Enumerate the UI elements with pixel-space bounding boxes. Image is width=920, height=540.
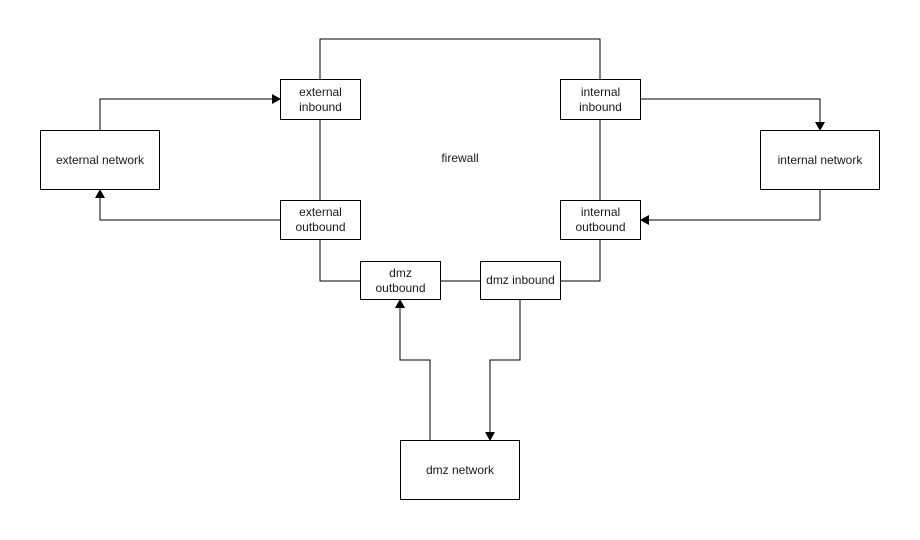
arrowhead-left [640, 215, 649, 225]
edge-line [319, 38, 601, 79]
node-label: external inbound [299, 84, 342, 114]
edge-line [641, 98, 821, 128]
edge-internal-inbound-to-internal-network [641, 98, 825, 131]
edge-line [99, 98, 278, 130]
edge-line [643, 190, 821, 221]
edge-internal-network-to-internal-outbound [640, 190, 821, 225]
arrowhead-up [395, 299, 405, 308]
node-dmz-outbound[interactable]: dmz outbound [360, 261, 441, 300]
edge-dmz-network-to-dmz-outbound [395, 299, 431, 440]
node-label: internal inbound [579, 84, 622, 114]
edge-line [319, 240, 360, 282]
edge-line [489, 300, 521, 438]
edge-line [99, 192, 280, 221]
node-label: dmz network [425, 462, 495, 477]
node-external-network[interactable]: external network [40, 130, 160, 190]
zone-label-firewall: firewall [441, 151, 479, 165]
edge-dmz-inbound-to-internal-outbound [561, 240, 601, 282]
node-external-outbound[interactable]: external outbound [280, 200, 361, 240]
node-label: internal network [777, 152, 863, 167]
node-label: internal outbound [575, 205, 626, 234]
node-label: dmz outbound [375, 265, 426, 295]
node-label: external outbound [295, 205, 346, 234]
edge-external-network-to-external-inbound [99, 94, 281, 130]
edge-external-outbound-to-dmz-outbound [319, 240, 360, 282]
node-internal-outbound[interactable]: internal outbound [560, 200, 641, 240]
edge-line [399, 302, 431, 440]
node-internal-inbound[interactable]: internal inbound [560, 79, 641, 120]
node-internal-network[interactable]: internal network [760, 130, 880, 190]
node-label: dmz inbound [486, 273, 555, 287]
edge-external-inbound-to-internal-inbound [319, 38, 601, 79]
edge-external-outbound-to-external-network [95, 189, 280, 221]
node-dmz-network[interactable]: dmz network [400, 440, 520, 500]
arrowhead-down [485, 432, 495, 441]
arrowhead-up [95, 189, 105, 198]
edge-line [561, 240, 601, 282]
node-label: external network [55, 152, 145, 167]
arrowhead-down [815, 122, 825, 131]
node-dmz-inbound[interactable]: dmz inbound [480, 261, 561, 300]
edge-dmz-inbound-to-dmz-network [485, 300, 521, 441]
node-external-inbound[interactable]: external inbound [280, 79, 361, 120]
arrowhead-right [272, 94, 281, 104]
